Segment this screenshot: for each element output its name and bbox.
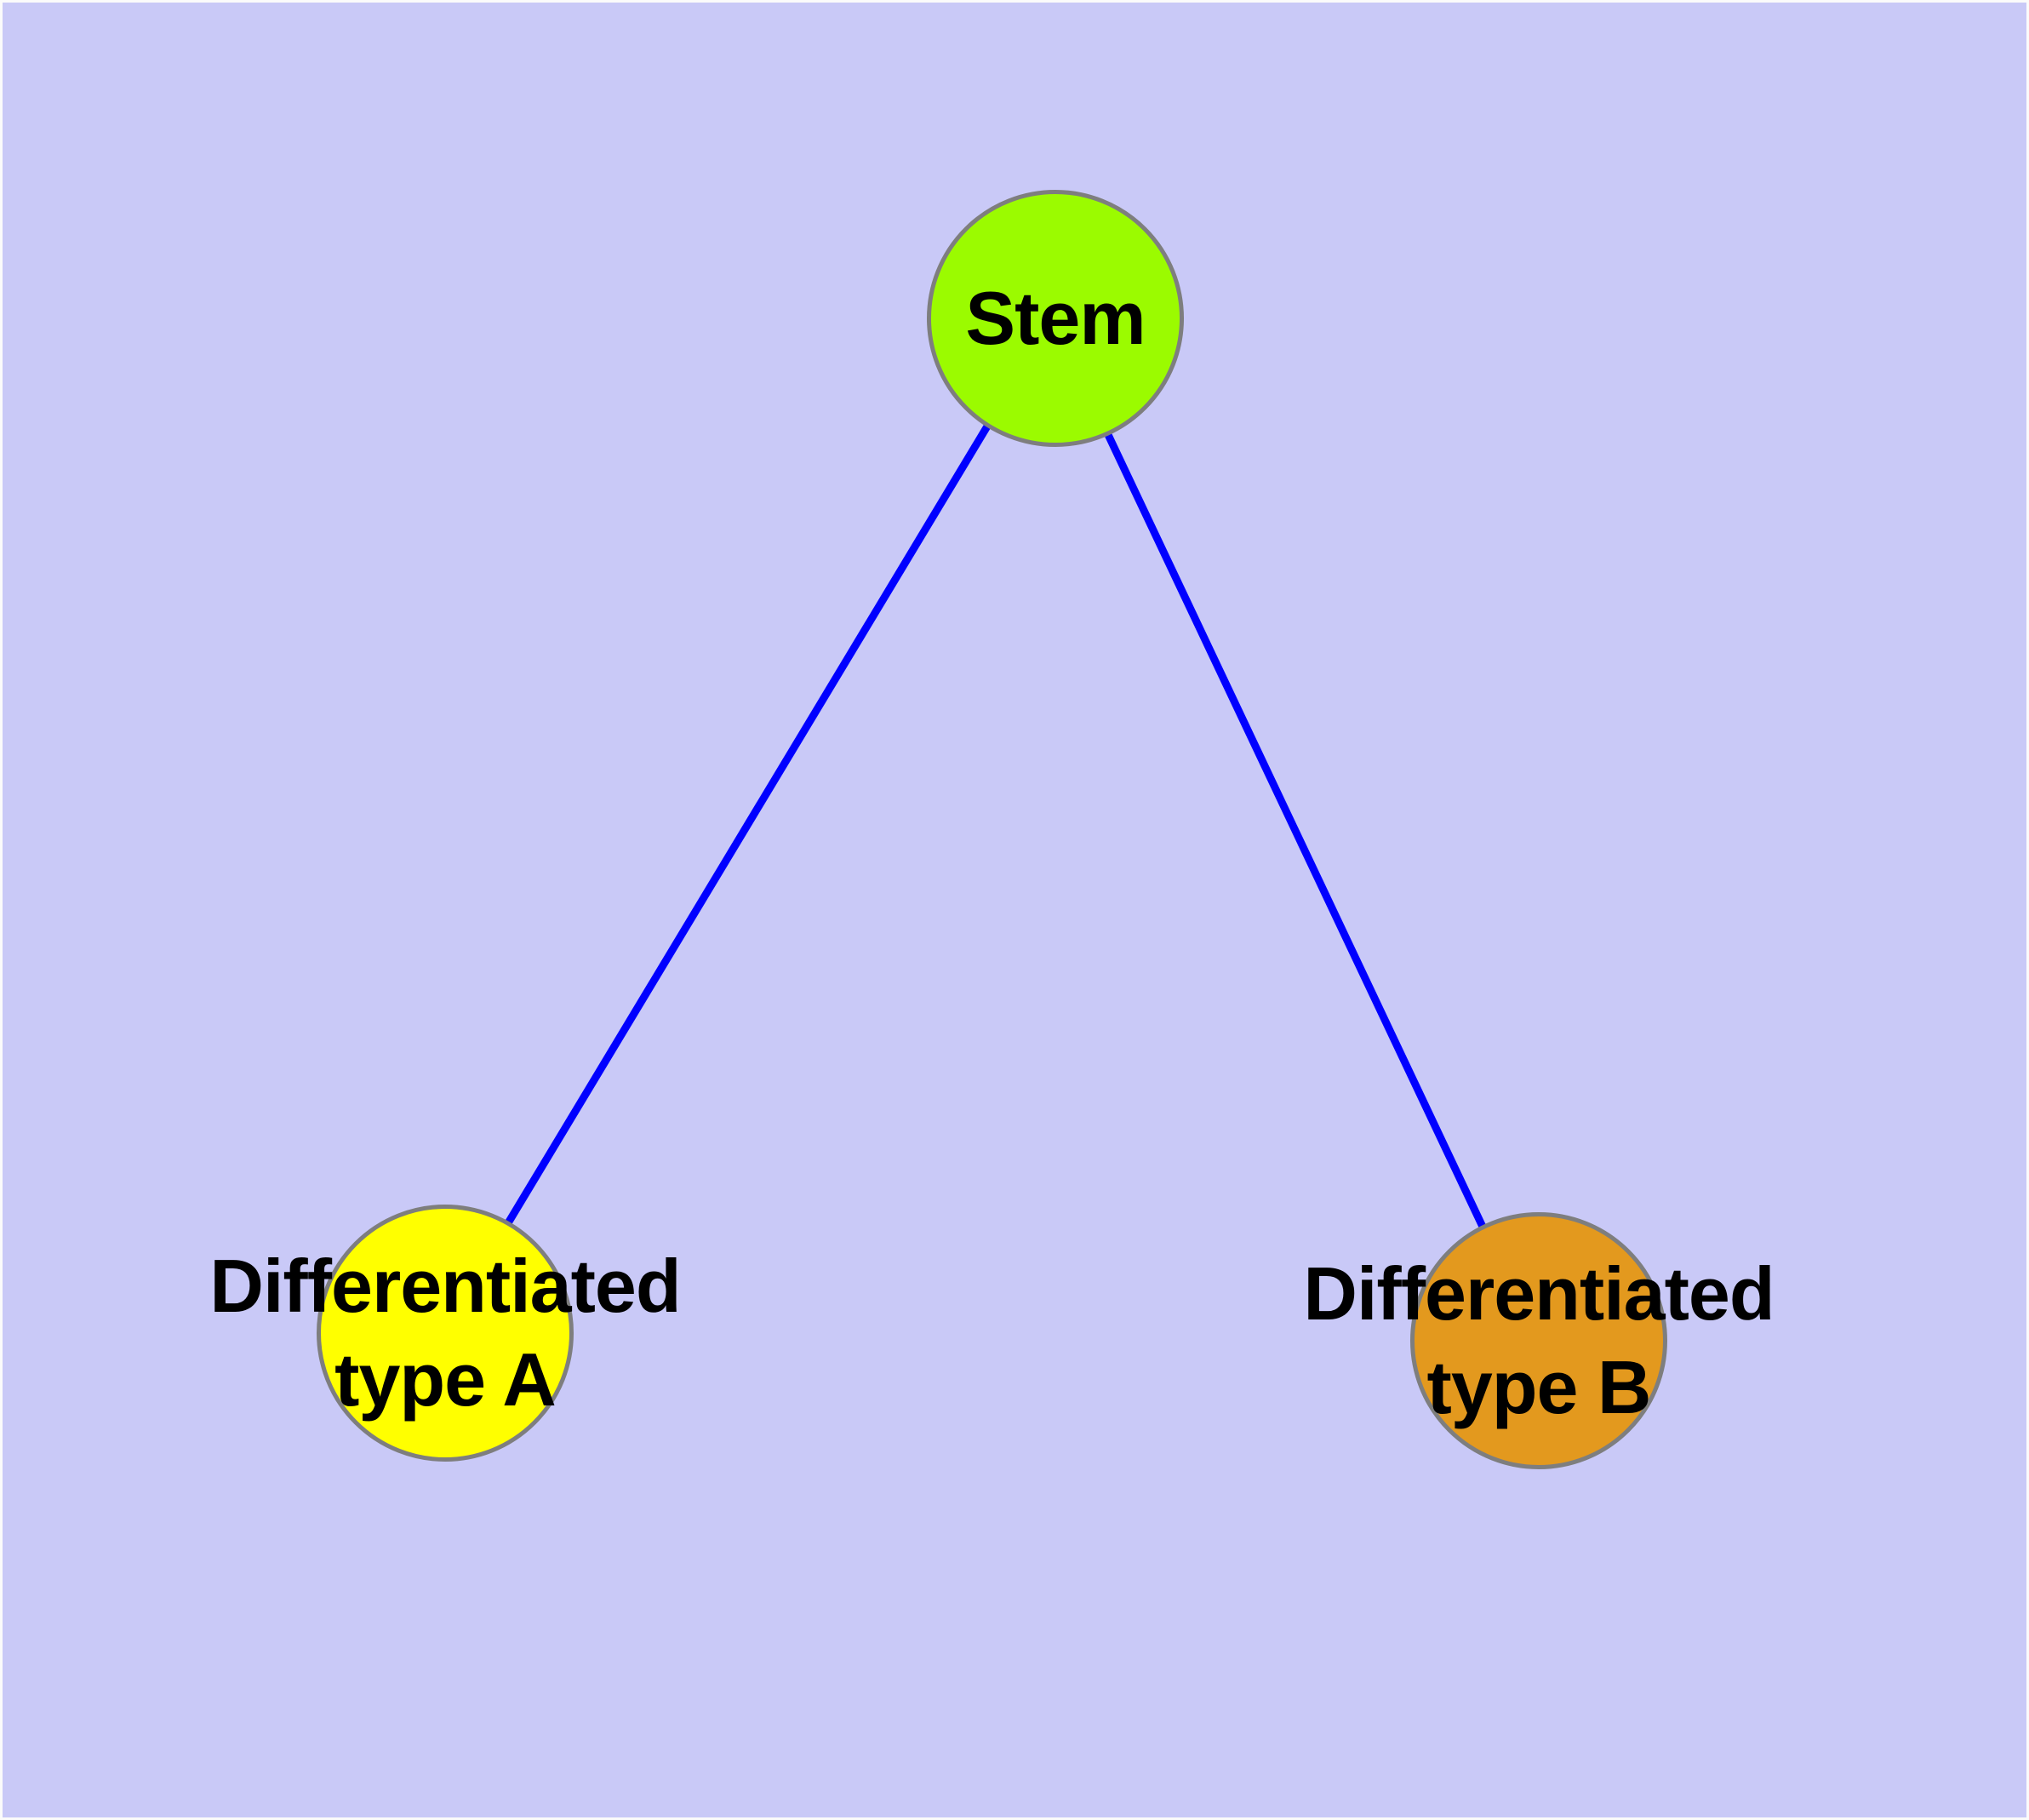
node-type-b-label: Differentiated type B xyxy=(1303,1247,1775,1434)
node-stem-label-line: Stem xyxy=(965,276,1146,360)
node-stem-circle xyxy=(927,190,1184,447)
node-type-a-circle xyxy=(317,1205,574,1462)
edge-stem-to-type-b xyxy=(1049,316,1539,1339)
node-type-a-label-line2: type A xyxy=(334,1337,557,1422)
node-type-a-label-line1: Differentiated xyxy=(209,1244,681,1328)
node-type-b-label-line1: Differentiated xyxy=(1303,1251,1775,1336)
node-type-b-circle xyxy=(1410,1212,1667,1469)
edge-stem-to-type-a xyxy=(441,315,1056,1331)
edges-layer xyxy=(441,315,1539,1339)
node-stem-label: Stem xyxy=(965,272,1146,365)
node-type-a-label: Differentiated type A xyxy=(209,1239,681,1427)
node-type-b-label-line2: type B xyxy=(1426,1345,1652,1429)
